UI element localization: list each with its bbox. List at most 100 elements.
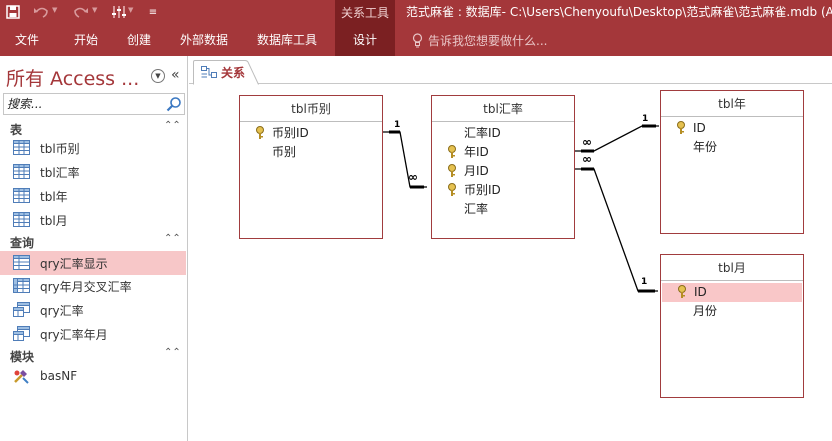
nav-item-label: tbl年: [40, 190, 68, 204]
tab-database-tools[interactable]: 数据库工具: [257, 33, 318, 47]
table-box-title[interactable]: tbl汇率: [432, 96, 574, 122]
nav-menu-dropdown-icon[interactable]: ▼: [151, 69, 165, 83]
field-name: 月份: [693, 304, 718, 318]
nav-item-label: tbl月: [40, 214, 68, 228]
filter-toggle-icon[interactable]: [110, 3, 128, 21]
field-row[interactable]: ID: [661, 119, 803, 138]
nav-item-qry-rate-year-month[interactable]: qry汇率年月: [0, 322, 186, 346]
chevron-up-icon: ⌃⌃: [164, 120, 181, 131]
table-box-title[interactable]: tbl月: [661, 255, 803, 281]
field-name: 汇率ID: [464, 126, 501, 140]
tab-file[interactable]: 文件: [15, 33, 40, 47]
table-box-tbl-month[interactable]: tbl月 ID 月份: [660, 254, 804, 398]
field-name: 汇率: [464, 202, 489, 216]
tab-external-data[interactable]: 外部数据: [180, 33, 229, 47]
save-icon[interactable]: [4, 3, 22, 21]
qat-more-icon[interactable]: ≡: [148, 6, 158, 18]
field-row[interactable]: 汇率: [432, 200, 574, 219]
primary-key-icon: [447, 145, 457, 159]
nav-group-label: 模块: [10, 350, 35, 364]
redo-dropdown-icon[interactable]: ▼: [92, 6, 98, 14]
table-icon: [13, 164, 30, 179]
crosstab-query-icon: [13, 278, 30, 293]
chevron-up-icon: ⌃⌃: [164, 233, 181, 244]
nav-item-bas-nf[interactable]: basNF: [0, 365, 186, 389]
nav-group-label: 表: [10, 123, 23, 137]
tell-me-text: 告诉我您想要做什么...: [428, 34, 548, 48]
cardinality-many-label: ∞: [408, 170, 418, 184]
tab-design[interactable]: 设计: [335, 25, 395, 56]
field-row[interactable]: 汇率ID: [432, 124, 574, 143]
undo-dropdown-icon[interactable]: ▼: [52, 6, 58, 14]
nav-item-qry-rate[interactable]: qry汇率: [0, 298, 186, 322]
chevron-up-icon: ⌃⌃: [164, 347, 181, 358]
document-tab-strip: 关系: [189, 56, 832, 85]
primary-key-icon: [676, 121, 686, 135]
redo-icon[interactable]: [72, 3, 90, 21]
table-box-tbl-currency[interactable]: tbl币别 币别ID 币别: [239, 95, 383, 239]
nav-item-qry-rate-display[interactable]: qry汇率显示: [0, 251, 186, 275]
tab-home[interactable]: 开始: [74, 33, 99, 47]
field-row[interactable]: ID: [662, 283, 802, 302]
search-icon[interactable]: [166, 96, 182, 112]
nav-group-modules[interactable]: 模块 ⌃⌃: [0, 346, 186, 366]
tell-me-box[interactable]: 告诉我您想要做什么...: [410, 25, 547, 56]
nav-item-tbl-currency[interactable]: tbl币别: [0, 136, 186, 160]
table-box-title[interactable]: tbl年: [661, 91, 803, 117]
table-icon: [13, 188, 30, 203]
nav-search-box: [3, 93, 185, 115]
field-name: ID: [693, 121, 706, 135]
customize-dropdown-icon[interactable]: ▼: [128, 6, 134, 14]
nav-group-label: 查询: [10, 236, 35, 250]
module-icon: [13, 369, 30, 384]
document-title: 范式麻雀 : 数据库- C:\Users\Chenyoufu\Desktop\范…: [406, 5, 832, 19]
make-table-query-icon: [13, 326, 30, 341]
field-row[interactable]: 月份: [661, 302, 803, 321]
field-name: 年份: [693, 140, 718, 154]
nav-search-input[interactable]: [4, 94, 154, 114]
field-row[interactable]: 币别ID: [432, 181, 574, 200]
cardinality-one-label: 1: [394, 120, 401, 130]
nav-item-label: qry汇率年月: [40, 328, 108, 342]
cardinality-one-label: 1: [641, 277, 648, 287]
query-icon: [13, 255, 30, 270]
primary-key-icon: [255, 126, 265, 140]
tab-relationships[interactable]: 关系: [193, 60, 259, 85]
undo-icon[interactable]: [32, 3, 50, 21]
field-row[interactable]: 年ID: [432, 143, 574, 162]
field-row[interactable]: 月ID: [432, 162, 574, 181]
field-name: 币别: [272, 145, 297, 159]
nav-group-tables[interactable]: 表 ⌃⌃: [0, 119, 186, 139]
document-area: 关系 1 ∞ ∞ 1 ∞ 1 tbl币别 币别ID: [189, 56, 832, 441]
relationship-line-month: [575, 168, 658, 292]
field-row[interactable]: 币别ID: [240, 124, 382, 143]
nav-item-tbl-rate[interactable]: tbl汇率: [0, 160, 186, 184]
nav-item-qry-crosstab[interactable]: qry年月交叉汇率: [0, 274, 186, 298]
cardinality-many-label: ∞: [582, 152, 592, 166]
table-box-tbl-rate[interactable]: tbl汇率 汇率ID 年ID 月ID 币别ID 汇率: [431, 95, 575, 239]
tab-create[interactable]: 创建: [127, 33, 152, 47]
nav-item-label: qry汇率显示: [40, 257, 108, 271]
relationships-icon: [201, 65, 217, 79]
nav-item-tbl-month[interactable]: tbl月: [0, 208, 186, 232]
lightbulb-icon: [410, 33, 424, 49]
table-box-title[interactable]: tbl币别: [240, 96, 382, 122]
nav-group-queries[interactable]: 查询 ⌃⌃: [0, 232, 186, 252]
relationships-canvas: 1 ∞ ∞ 1 ∞ 1 tbl币别 币别ID 币别 tbl汇率 汇率: [189, 85, 832, 441]
cardinality-many-label: ∞: [582, 135, 592, 149]
primary-key-icon: [447, 183, 457, 197]
relationship-line-currency: [383, 131, 427, 188]
nav-item-label: qry汇率: [40, 304, 84, 318]
table-box-tbl-year[interactable]: tbl年 ID 年份: [660, 90, 804, 234]
field-row[interactable]: 币别: [240, 143, 382, 162]
context-tools-label: 关系工具: [335, 0, 395, 25]
field-name: ID: [694, 285, 707, 299]
field-row[interactable]: 年份: [661, 138, 803, 157]
tab-relationships-label: 关系: [221, 66, 246, 80]
primary-key-icon: [447, 164, 457, 178]
nav-item-tbl-year[interactable]: tbl年: [0, 184, 186, 208]
field-name: 年ID: [464, 145, 489, 159]
collapse-pane-icon[interactable]: «: [171, 67, 179, 83]
nav-title[interactable]: 所有 Access ...: [6, 68, 140, 90]
table-icon: [13, 212, 30, 227]
